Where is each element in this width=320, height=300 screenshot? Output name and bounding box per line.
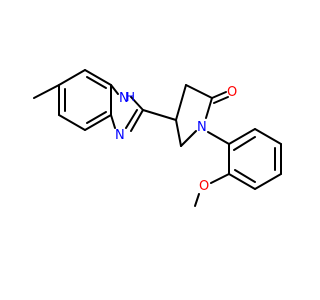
bond-imid-2 [110,114,116,129]
bond-ph-2 [254,128,282,145]
bond-carbonyl-2 [213,96,229,104]
bond-benz-3 [84,114,112,131]
bond-methyl [33,84,60,99]
bond-imid-4-inner [125,109,138,129]
atom-nh-label: N [119,91,129,106]
bond-ph-1 [228,128,256,145]
bond-ome-1 [210,173,230,184]
bond-pyr-3 [205,97,213,119]
bond-pyr-2 [185,84,213,99]
bond-benz-3-inner [86,111,107,124]
bond-benz-5-inner [86,76,107,89]
atom-lactam-n-label: N [197,120,207,135]
bond-pyr-5 [175,119,182,147]
atom-ether-o-label: O [199,179,209,194]
bond-pyr-1 [175,84,187,121]
bond-ph-4 [254,173,282,190]
bond-n-aryl [207,131,230,145]
bond-carbonyl-1 [211,91,227,99]
bond-benz-5 [84,69,112,86]
bond-pyr-4 [180,130,197,147]
bond-ph-5 [228,173,256,190]
bond-imid-4 [130,109,144,132]
atom-nh-h-label: H [126,90,135,104]
bond-ome-2 [194,193,200,207]
bond-benz-6 [58,69,86,86]
bond-ph-5-inner [234,169,256,183]
bond-imid-1 [110,84,119,95]
bond-imid-3 [130,96,144,111]
bond-ph-1-inner [233,136,256,151]
bond-link [142,109,177,121]
bond-benz-2 [58,114,86,131]
molecule-structure: N H N N O O [33,69,282,207]
atom-imine-n-label: N [115,128,125,143]
atom-carbonyl-o-label: O [227,85,237,100]
